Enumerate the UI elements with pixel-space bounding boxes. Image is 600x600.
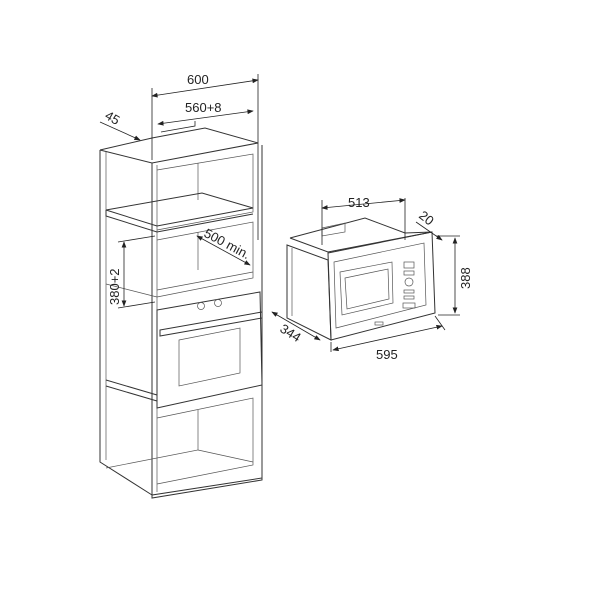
niche-height-label: 380+2 — [107, 268, 122, 305]
niche-depth-label: 500 min. — [202, 225, 253, 262]
height-label: 388 — [458, 267, 473, 289]
body-width-label: 513 — [348, 195, 370, 210]
front-width-label: 595 — [376, 347, 398, 362]
cabinet-dimensions: 600 560+8 45 380+2 500 min. — [99, 72, 259, 309]
microwave-dimensions: 513 20 388 344 595 — [271, 195, 473, 362]
niche-width-label: 560+8 — [185, 100, 222, 115]
tall-cabinet — [99, 127, 263, 499]
built-in-microwave — [286, 217, 436, 341]
side-depth-label: 45 — [103, 108, 123, 128]
width-600-label: 600 — [187, 72, 209, 87]
frame-depth-label: 20 — [416, 208, 437, 229]
built-in-oven — [156, 291, 263, 409]
